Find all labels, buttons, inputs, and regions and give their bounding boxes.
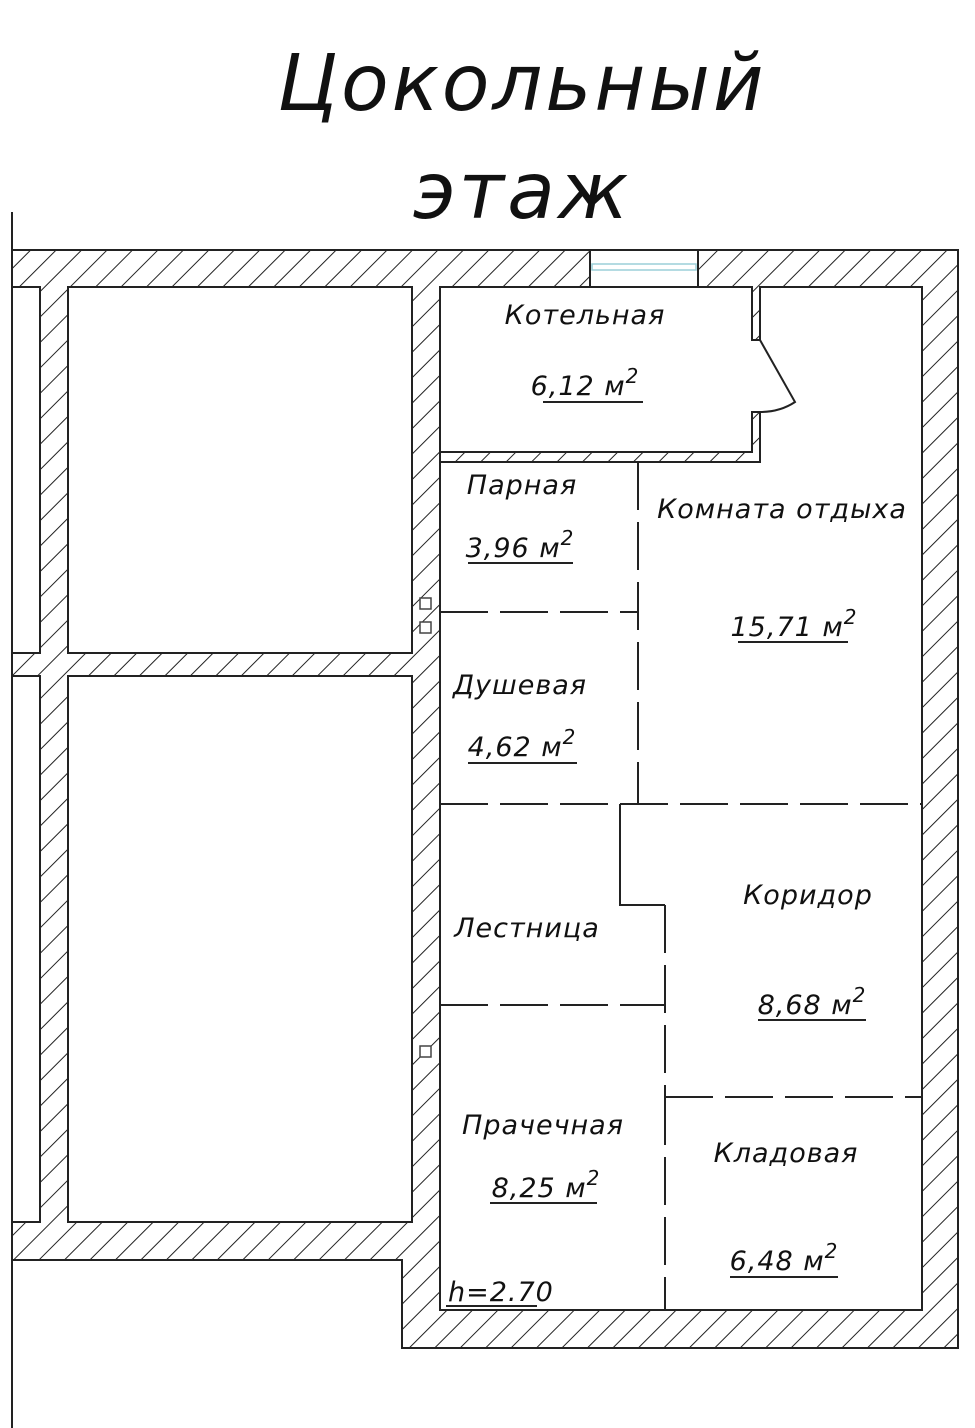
- room-area: 3,96 м2: [466, 526, 575, 564]
- room-name: Лестница: [453, 913, 600, 944]
- room-area: 15,71 м2: [731, 605, 858, 643]
- room-area: 8,25 м2: [492, 1166, 601, 1204]
- room-name: Душевая: [452, 670, 587, 701]
- ceiling-height: h=2.70: [448, 1277, 554, 1308]
- outer-wall: [11, 249, 959, 1349]
- socket-icon: [419, 597, 432, 610]
- walls: [11, 249, 959, 1349]
- socket-icon: [419, 621, 432, 634]
- room-name: Котельная: [505, 300, 666, 331]
- room-lestnitsa: Лестница: [453, 913, 600, 944]
- room-kotelnaya: Котельная 6,12 м2: [505, 300, 666, 403]
- room-area: 8,68 м2: [758, 983, 867, 1021]
- title-line2: этаж: [413, 147, 631, 237]
- room-koridor: Коридор 8,68 м2: [743, 880, 873, 1021]
- room-komnata-otdykha: Комната отдыха 15,71 м2: [657, 494, 907, 643]
- room-area: 4,62 м2: [468, 725, 577, 763]
- room-name: Комната отдыха: [657, 494, 907, 525]
- door-swing[interactable]: [759, 339, 797, 413]
- socket-icon: [419, 1045, 432, 1058]
- title-line1: Цокольный: [277, 39, 766, 129]
- window-glass: [591, 263, 697, 271]
- room-name: Коридор: [743, 880, 873, 911]
- room-dushevaya: Душевая 4,62 м2: [452, 670, 587, 764]
- room-kladovaya: Кладовая 6,48 м2: [714, 1138, 859, 1278]
- room-name: Прачечная: [462, 1110, 624, 1141]
- room-area: 6,12 м2: [531, 364, 640, 402]
- window: [589, 249, 699, 288]
- room-name: Кладовая: [714, 1138, 859, 1169]
- room-name: Парная: [467, 470, 577, 501]
- partitions: [440, 462, 922, 1310]
- room-parnaya: Парная 3,96 м2: [466, 470, 577, 564]
- room-area: 6,48 м2: [730, 1239, 839, 1277]
- room-prachechnaya: Прачечная 8,25 м2: [462, 1110, 624, 1204]
